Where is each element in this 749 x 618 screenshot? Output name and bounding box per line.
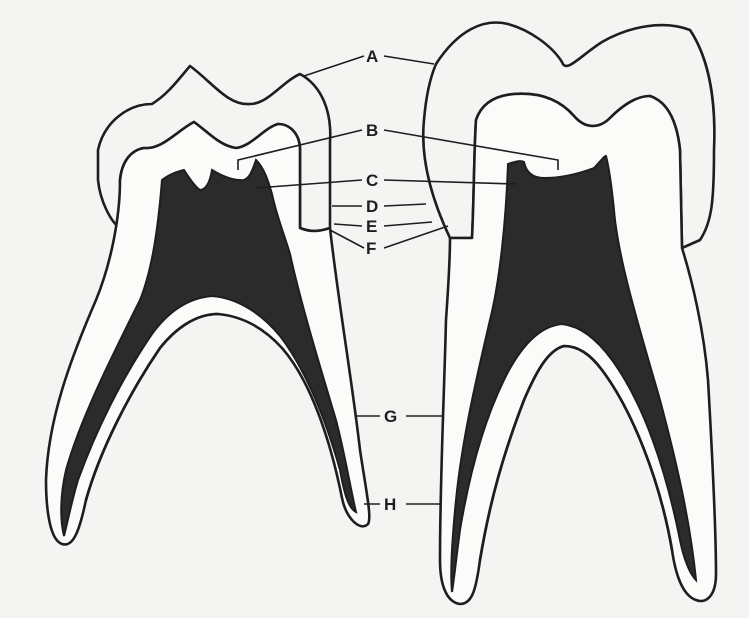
label-h: H <box>384 495 396 514</box>
label-b: B <box>366 121 378 140</box>
label-d: D <box>366 197 378 216</box>
label-e: E <box>366 217 377 236</box>
label-a: A <box>366 47 378 66</box>
label-c: C <box>366 171 378 190</box>
label-f: F <box>366 239 376 258</box>
label-g: G <box>384 407 397 426</box>
